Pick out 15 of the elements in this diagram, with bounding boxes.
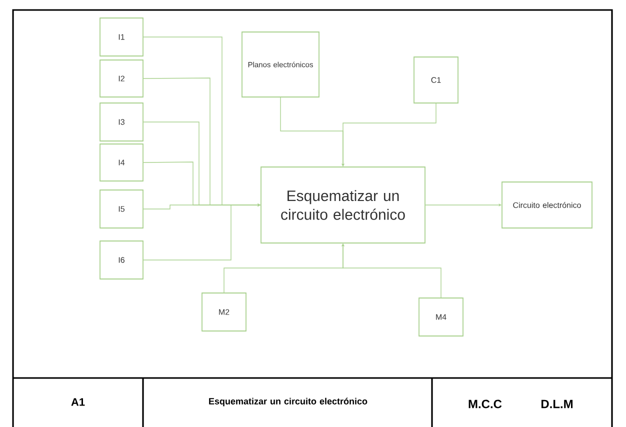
box: I1 [100, 18, 144, 56]
box: I6 [100, 240, 144, 280]
box: M4 [418, 298, 464, 336]
box: C1 [414, 56, 458, 104]
box: I4 [100, 144, 144, 182]
box: M2 [202, 292, 246, 332]
box: I2 [100, 60, 144, 98]
title-block-text: M.C.C [468, 400, 502, 408]
box: I3 [100, 102, 144, 142]
title-block-text: A1 [71, 398, 85, 406]
box: I5 [100, 190, 144, 228]
title-block-text: Esquematizar un circuito electrónico [209, 398, 368, 406]
title-block-text: D.L.M [541, 400, 573, 408]
box: Circuito electrónico [502, 182, 592, 228]
process-box: Esquematizar un circuito electrónico [260, 166, 426, 244]
